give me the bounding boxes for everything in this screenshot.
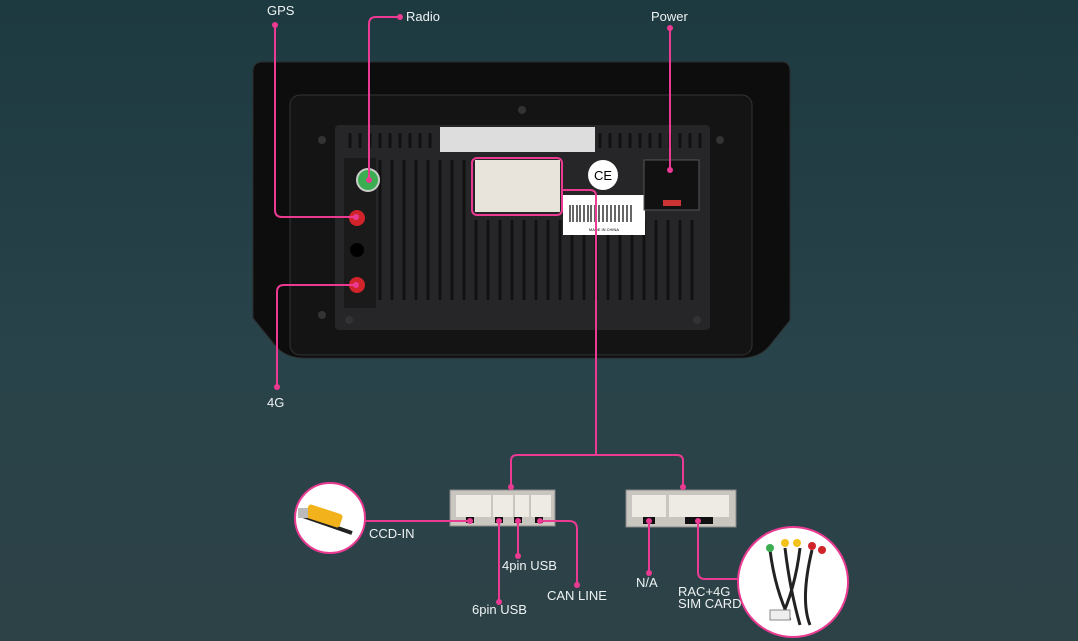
power-connector-latch xyxy=(663,200,681,206)
ce-mark: CE xyxy=(594,168,612,183)
can-line-label: CAN LINE xyxy=(547,588,607,603)
na-label: N/A xyxy=(636,575,658,590)
harness-thumbnail xyxy=(737,526,849,638)
mounting-screws xyxy=(318,106,724,324)
ccd-in-label: CCD-IN xyxy=(369,526,415,541)
right-connector xyxy=(625,489,737,528)
camera-cable-thumbnail xyxy=(294,482,366,554)
4pin-usb-label: 4pin USB xyxy=(502,558,557,573)
4g-label: 4G xyxy=(267,395,284,410)
head-unit-rear: CE MADE IN CHINA xyxy=(252,61,791,359)
6pin-usb-label: 6pin USB xyxy=(472,602,527,617)
radio-label: Radio xyxy=(406,9,440,24)
power-label: Power xyxy=(651,9,689,24)
made-in-label: MADE IN CHINA xyxy=(589,227,620,232)
sticker xyxy=(440,127,595,152)
callout-lines xyxy=(272,14,743,605)
ce-badge xyxy=(588,160,618,190)
unused-jack xyxy=(350,243,364,257)
gps-label: GPS xyxy=(267,3,295,18)
callout-dots xyxy=(272,14,743,605)
sim-card-label: SIM CARD xyxy=(678,596,742,611)
main-connector xyxy=(475,160,560,212)
rac-label: RAC+4G xyxy=(678,584,730,599)
